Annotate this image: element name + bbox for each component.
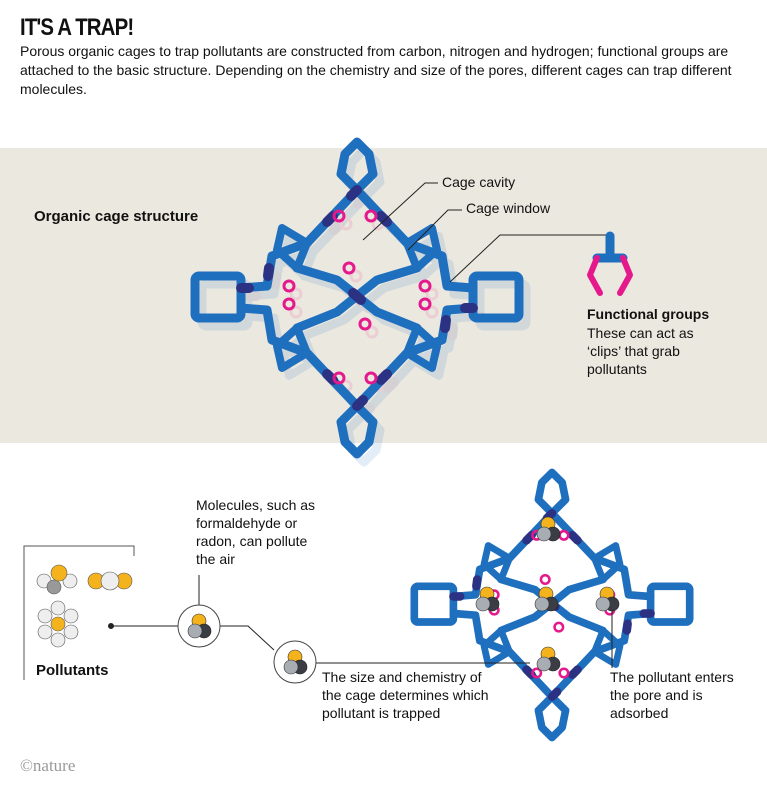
page-title: IT'S A TRAP! [20, 14, 134, 41]
molecule-circle-2 [273, 640, 317, 684]
cage-cavity-label: Cage cavity [442, 174, 516, 190]
cage-window-label: Cage window [466, 200, 551, 216]
functional-group-clip-icon [587, 231, 633, 296]
adsorb-note: The pollutant enters the pore and is ads… [610, 669, 734, 721]
pollutant-molecules [36, 564, 133, 648]
nature-credit: ©nature [20, 756, 76, 775]
functional-groups-title: Functional groups [587, 306, 710, 322]
molecule-circle-1 [177, 604, 221, 648]
molecules-note: Molecules, such as formaldehyde or radon… [196, 497, 316, 567]
intro-text: Porous organic cages to trap pollutants … [20, 43, 732, 97]
functional-groups-text: These can act as ‘clips’ that grab pollu… [587, 325, 694, 377]
size-note: The size and chemistry of the cage deter… [322, 669, 489, 721]
pollutants-label: Pollutants [36, 662, 109, 679]
pollutants-bracket [23, 545, 135, 680]
organic-cage-heading: Organic cage structure [34, 208, 199, 225]
flow-lines [108, 575, 613, 668]
